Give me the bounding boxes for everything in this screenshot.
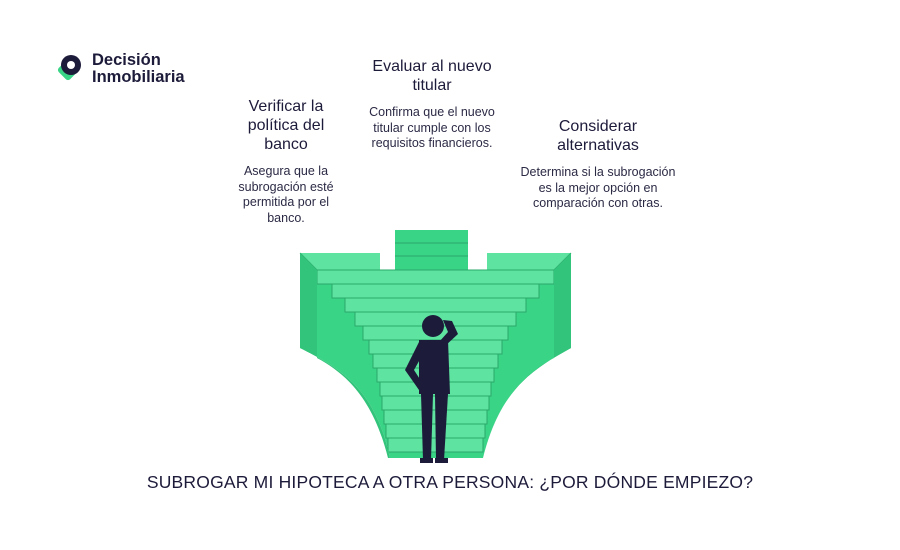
step-considerar: Considerar alternativas Determina si la … [518, 117, 678, 212]
headline: SUBROGAR MI HIPOTECA A OTRA PERSONA: ¿PO… [146, 472, 754, 492]
step-title: Evaluar al nuevo titular [372, 58, 492, 94]
step-title: Verificar la política del banco [247, 98, 325, 153]
person-figure [405, 315, 458, 463]
brand-pin-icon [57, 55, 81, 81]
step-description: Determina si la subrogación es la mejor … [520, 165, 676, 210]
brand-name: Decisión Inmobiliaria [92, 52, 185, 86]
step-title: Considerar alternativas [557, 118, 639, 154]
step-verificar: Verificar la política del banco Asegura … [228, 97, 344, 226]
brand-name-line2: Inmobiliaria [92, 68, 185, 86]
step-description: Confirma que el nuevo titular cumple con… [369, 105, 495, 150]
step-description: Asegura que la subrogación esté permitid… [238, 164, 334, 225]
stairs-illustration [299, 230, 572, 463]
brand-name-line1: Decisión [92, 51, 161, 69]
brand-logo: Decisión Inmobiliaria [54, 52, 185, 86]
step-evaluar: Evaluar al nuevo titular Confirma que el… [364, 57, 500, 152]
